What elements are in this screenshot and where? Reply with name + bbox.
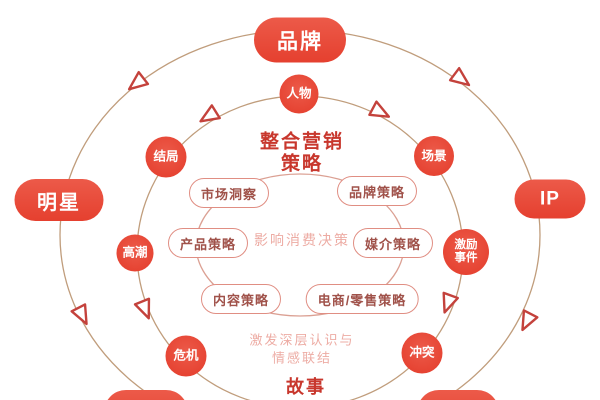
flow-arrow-icon	[127, 70, 150, 91]
note-emotional-connection: 激发深层认识与 情感联结	[249, 331, 354, 366]
flow-arrow-icon	[521, 309, 539, 332]
story-node-crisis: 危机	[165, 335, 207, 377]
outer-node-cutoff-left	[104, 390, 188, 400]
center-title-line1: 整合营销	[259, 131, 345, 153]
note-emotional-connection-line2: 情感联结	[271, 350, 333, 365]
strategy-pill-market-insight: 市场洞察	[188, 178, 270, 208]
flow-arrow-icon	[199, 104, 221, 123]
story-node-inciting-incident: 激励事件	[443, 229, 489, 275]
story-node-scene: 场景	[414, 136, 454, 176]
flow-arrow-icon	[368, 100, 391, 118]
flow-arrow-icon	[442, 291, 459, 314]
story-node-climax: 高潮	[116, 234, 154, 272]
note-emotional-connection-line1: 激发深层认识与	[249, 332, 355, 348]
flow-arrow-icon	[133, 297, 151, 320]
story-node-character: 人物	[279, 74, 319, 114]
note-influence-decision: 影响消费决策	[254, 232, 350, 248]
strategy-pill-ecommerce-retail-strategy: 电商/零售策略	[305, 284, 419, 314]
story-node-ending: 结局	[145, 136, 187, 178]
strategy-pill-media-strategy: 媒介策略	[352, 228, 434, 258]
strategy-pill-brand-strategy: 品牌策略	[336, 176, 418, 206]
center-title: 整合营销 策略	[260, 132, 344, 177]
outer-node-ip: IP	[514, 179, 586, 219]
strategy-pill-product-strategy: 产品策略	[167, 228, 249, 258]
outer-node-brand: 品牌	[254, 17, 346, 63]
outer-node-star: 明星	[14, 179, 104, 221]
story-ring-label: 故事	[278, 373, 334, 399]
outer-node-cutoff-right	[417, 390, 499, 400]
strategy-pill-content-strategy: 内容策略	[200, 284, 282, 314]
flow-arrows	[70, 66, 539, 332]
story-node-conflict: 冲突	[401, 332, 443, 374]
flow-arrow-icon	[448, 66, 471, 87]
center-title-line2: 策略	[280, 154, 324, 175]
flow-arrow-icon	[70, 303, 88, 326]
